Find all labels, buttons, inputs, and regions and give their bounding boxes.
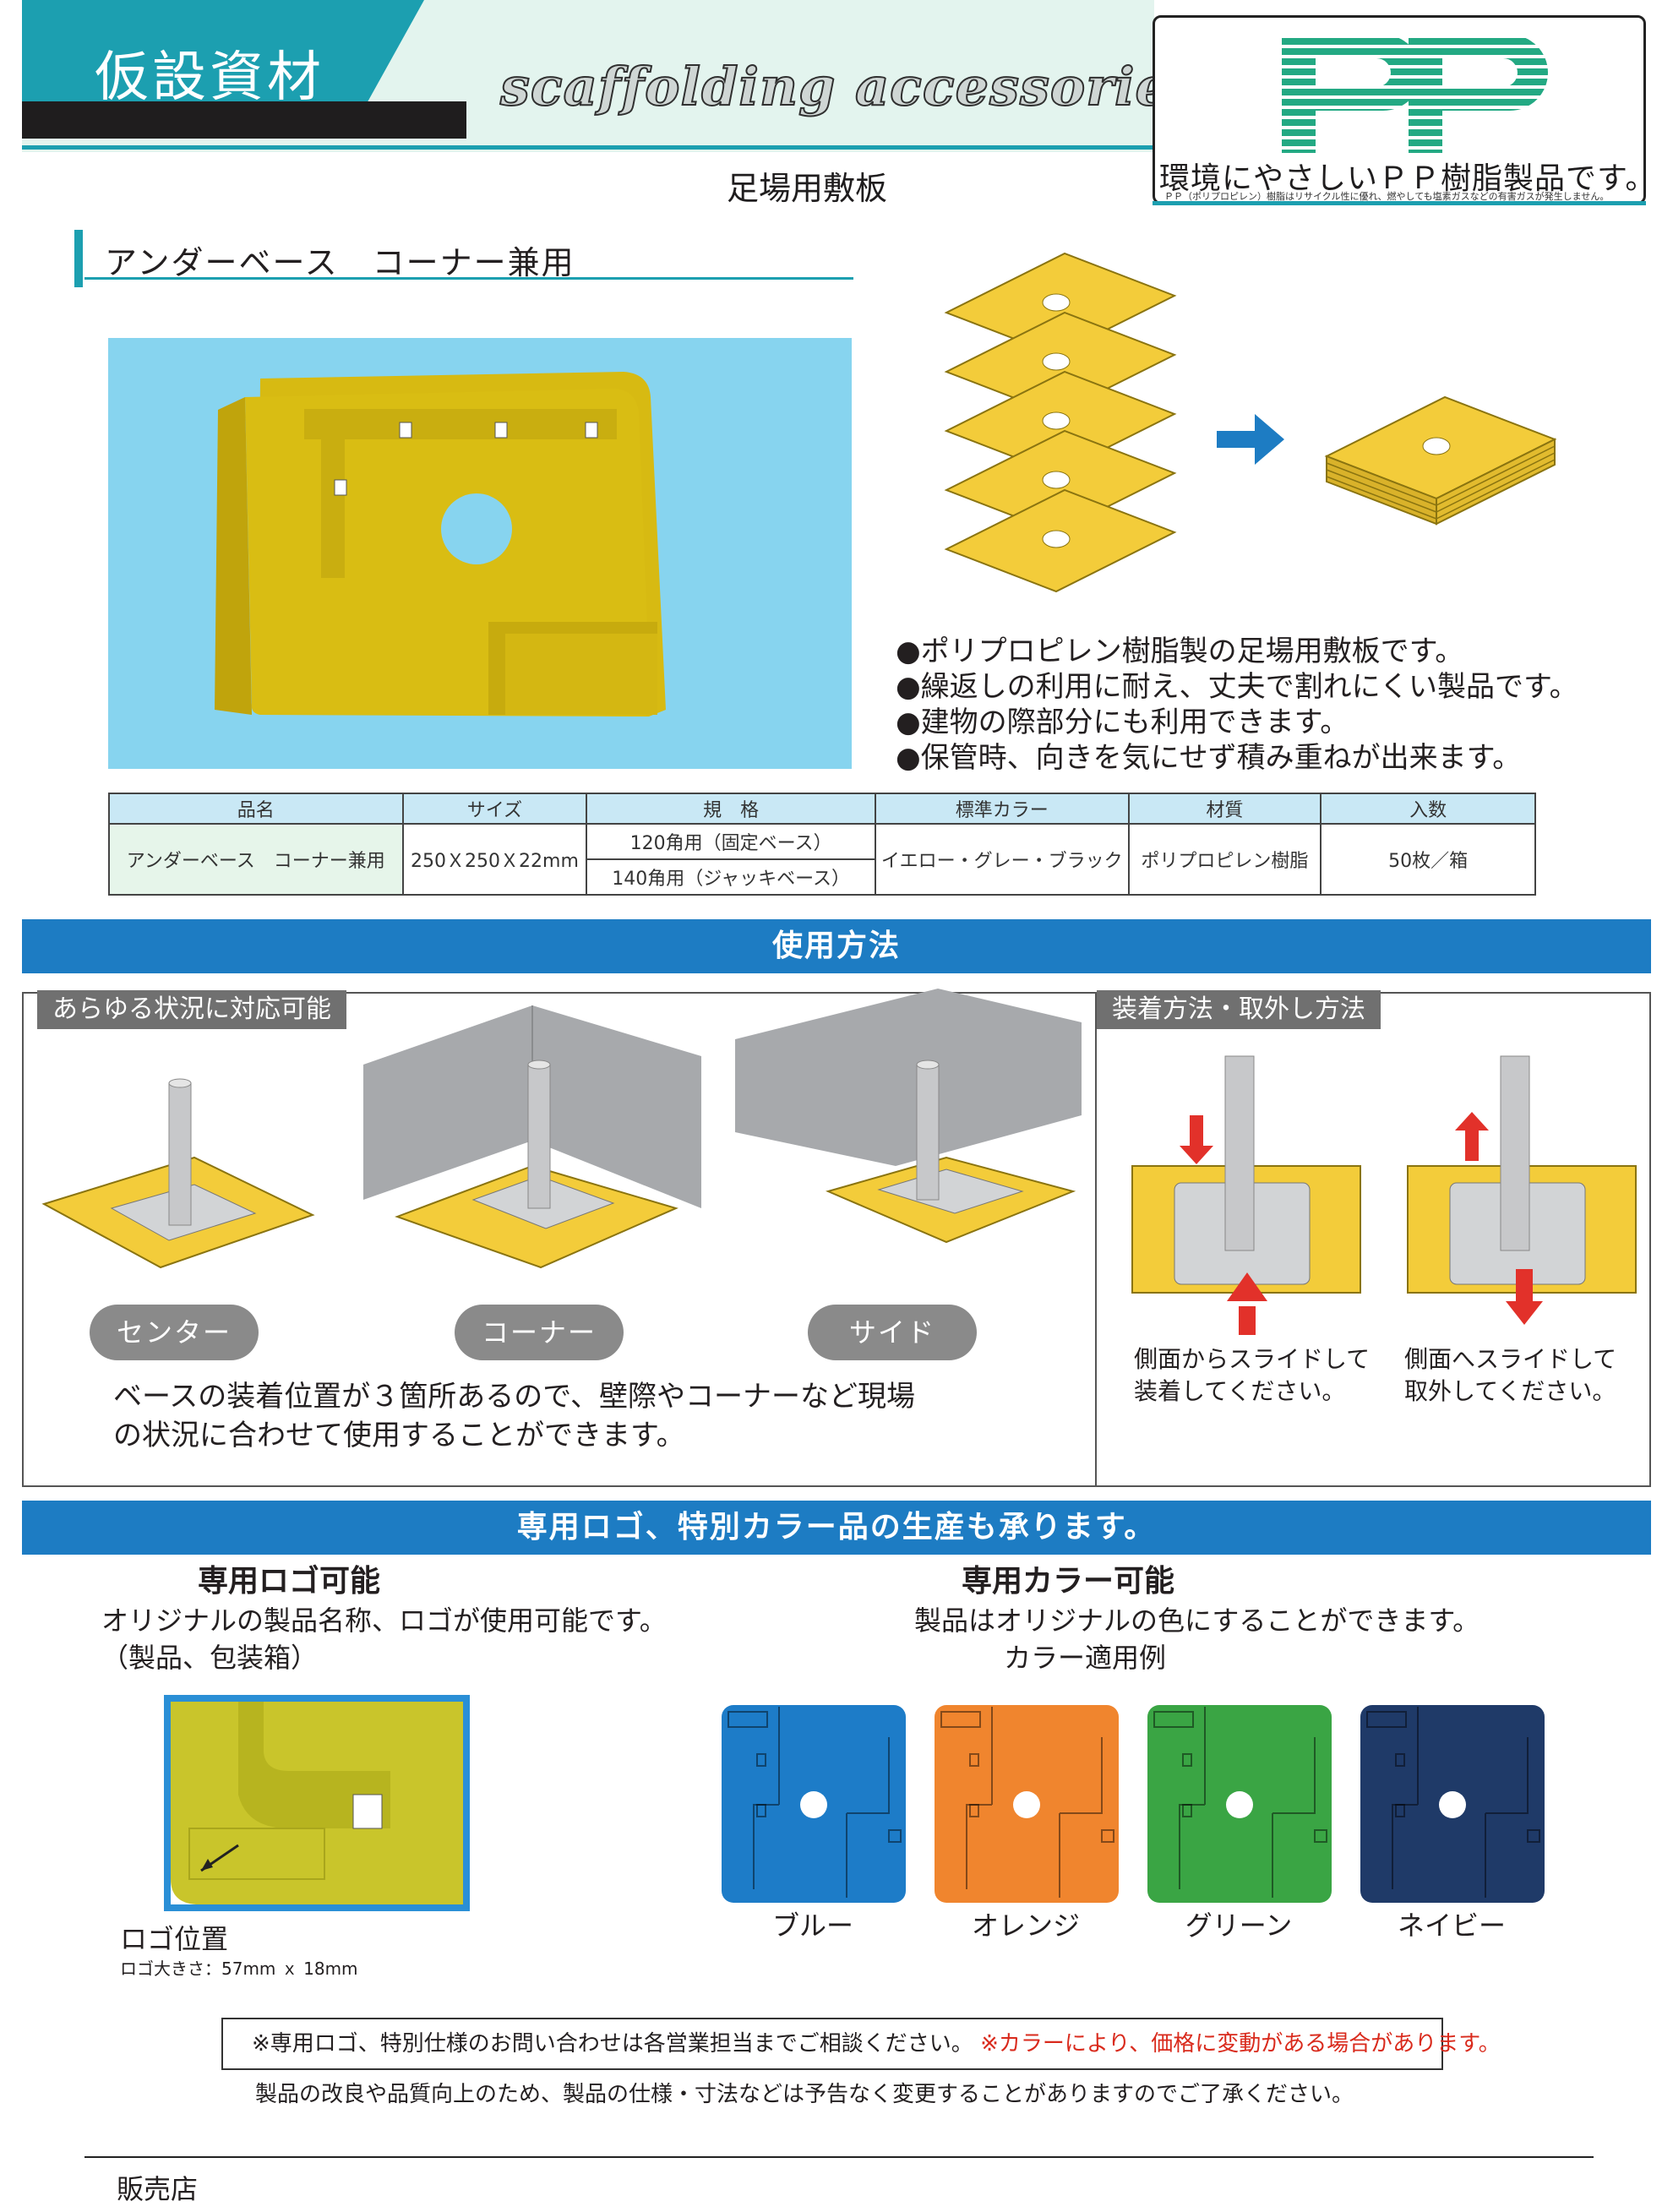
mounting-positions-illustration [41, 989, 1082, 1269]
usage-left-tab: あらゆる状況に対応可能 [37, 990, 346, 1029]
spec-color: イエロー・グレー・ブラック [874, 823, 1130, 896]
pp-note: ＰＰ（ポリプロピレン）樹脂はリサイクル性に優れ、燃やしても塩素ガスなどの有害ガス… [1164, 191, 1610, 202]
usage-box [22, 992, 1651, 1487]
usage-note-line: ベースの装着位置が３箇所あるので、壁際やコーナーなど現場 [113, 1380, 915, 1414]
spec-table: 品名 サイズ 規 格 標準カラー 材質 入数 アンダーベース コーナー兼用 25… [108, 793, 1536, 896]
spec-standard-2: 140角用（ジャッキベース） [586, 858, 876, 896]
logo-size-label: ロゴ大きさ：57mm ｘ 18mm [120, 1959, 358, 1979]
attach-instruction: 側面からスライドして 装着してください。 [1134, 1343, 1370, 1408]
feature-list: ●ポリプロピレン樹脂製の足場用敷板です。 ●繰返しの利用に耐え、丈夫で割れにくい… [896, 634, 1578, 776]
product-photo [108, 338, 852, 769]
logo-description: オリジナルの製品名称、ロゴが使用可能です。 （製品、包装箱） [101, 1602, 667, 1676]
product-title: アンダーベース コーナー兼用 [105, 244, 575, 281]
inquiry-notice: ※専用ロゴ、特別仕様のお問い合わせは各営業担当までご相談ください。 ※カラーによ… [221, 2018, 1501, 2070]
logo-heading: 専用ロゴ可能 [198, 1564, 381, 1599]
usage-right-tab: 装着方法・取外し方法 [1097, 990, 1381, 1029]
colored-base-icon [1360, 1705, 1545, 1903]
feature-item: ●建物の際部分にも利用できます。 [896, 706, 1349, 739]
colored-base-icon [722, 1705, 906, 1903]
spec-header: 品名 [108, 793, 404, 825]
page-subtitle: 足場用敷板 [727, 170, 888, 207]
arrow-down-icon [1506, 1269, 1543, 1325]
logo-desc-line: （製品、包装箱） [101, 1642, 319, 1674]
swatch-label: ネイビー [1397, 1910, 1506, 1942]
notice-red-text: ※カラーにより、価格に変動がある場合があります。 [980, 2031, 1501, 2057]
footer-disclaimer: 製品の改良や品質向上のため、製品の仕様・寸法などは予告なく変更することがあります… [255, 2082, 1354, 2107]
swatch-label: ブルー [771, 1910, 853, 1942]
spec-name: アンダーベース コーナー兼用 [108, 823, 404, 896]
spec-header-row: 品名 サイズ 規 格 標準カラー 材質 入数 [108, 793, 1536, 825]
pp-badge [1153, 15, 1646, 204]
spec-quantity: 50枚／箱 [1320, 823, 1536, 896]
spec-row: アンダーベース コーナー兼用 250Ｘ250Ｘ22mm 120角用（固定ベース）… [108, 823, 1536, 896]
swatch-label: グリーン [1185, 1910, 1293, 1942]
swatch-green [1146, 1703, 1333, 1904]
spec-standard-1: 120角用（固定ベース） [586, 823, 876, 860]
spec-header: 規 格 [586, 793, 876, 825]
position-center-pill: センター [90, 1305, 259, 1360]
logo-desc-line: オリジナルの製品名称、ロゴが使用可能です。 [101, 1605, 667, 1637]
spec-size: 250Ｘ250Ｘ22mm [401, 823, 588, 896]
usage-divider [1095, 992, 1097, 1487]
attach-line: 装着してください。 [1134, 1377, 1346, 1405]
logo-position-label: ロゴ位置 [120, 1923, 229, 1955]
seller-divider [84, 2156, 1594, 2158]
custom-bar: 専用ロゴ、特別カラー品の生産も承ります。 [22, 1501, 1651, 1555]
spec-header: サイズ [401, 793, 588, 825]
spec-material: ポリプロピレン樹脂 [1127, 823, 1322, 896]
spec-header: 材質 [1127, 793, 1322, 825]
color-description: 製品はオリジナルの色にすることができます。 [914, 1605, 1480, 1637]
detach-line: 側面へスライドして [1404, 1345, 1617, 1373]
section-underline [84, 277, 853, 280]
arrow-up-icon [1455, 1112, 1489, 1161]
category-title: 仮設資材 [95, 46, 324, 109]
detach-instruction: 側面へスライドして 取外してください。 [1404, 1343, 1616, 1408]
attach-line: 側面からスライドして [1134, 1345, 1371, 1373]
swatch-blue [720, 1703, 907, 1904]
pp-underline [1153, 201, 1646, 205]
usage-note: ベースの装着位置が３箇所あるので、壁際やコーナーなど現場 の状況に合わせて使用す… [113, 1377, 915, 1455]
colored-base-icon [935, 1705, 1119, 1903]
arrow-up-icon [1227, 1272, 1267, 1335]
color-heading: 専用カラー可能 [962, 1564, 1175, 1599]
seller-label: 販売店 [117, 2173, 199, 2205]
pp-tagline: 環境にやさしいＰＰ樹脂製品です。 [1159, 161, 1657, 196]
stacked-bases-illustration [944, 252, 1557, 593]
colored-base-icon [1147, 1705, 1332, 1903]
position-corner-pill: コーナー [455, 1305, 624, 1360]
spec-header: 入数 [1320, 793, 1536, 825]
script-title: scaffolding accessories [499, 55, 1200, 118]
detach-line: 取外してください。 [1404, 1377, 1616, 1405]
arrow-down-icon [1180, 1115, 1213, 1164]
notice-text: ※専用ロゴ、特別仕様のお問い合わせは各営業担当までご相談ください。 [252, 2031, 973, 2057]
swatch-orange [933, 1703, 1120, 1904]
feature-item: ●繰返しの利用に耐え、丈夫で割れにくい製品です。 [896, 670, 1578, 704]
header-black-strip [22, 101, 466, 139]
spec-row: 140角用（ジャッキベース） [109, 858, 1535, 896]
swatch-navy [1359, 1703, 1546, 1904]
color-example-label: カラー適用例 [1004, 1642, 1167, 1674]
feature-item: ●ポリプロピレン樹脂製の足場用敷板です。 [896, 635, 1464, 668]
arrow-right-icon [1217, 414, 1284, 465]
logo-position-photo [171, 1702, 463, 1904]
section-accent [74, 230, 83, 287]
header-teal-block [22, 0, 424, 101]
header-divider [22, 145, 1154, 150]
feature-item: ●保管時、向きを気にせず積み重ねが出来ます。 [896, 741, 1522, 775]
usage-note-line: の状況に合わせて使用することができます。 [113, 1419, 685, 1452]
attach-detach-illustration [1131, 1055, 1637, 1335]
spec-header: 標準カラー [874, 793, 1130, 825]
position-side-pill: サイド [808, 1305, 977, 1360]
usage-bar: 使用方法 [22, 919, 1651, 973]
under-base-illustration [215, 372, 666, 716]
pp-logo [1282, 35, 1548, 153]
logo-photo-frame [164, 1695, 470, 1911]
swatch-label: オレンジ [971, 1910, 1080, 1942]
